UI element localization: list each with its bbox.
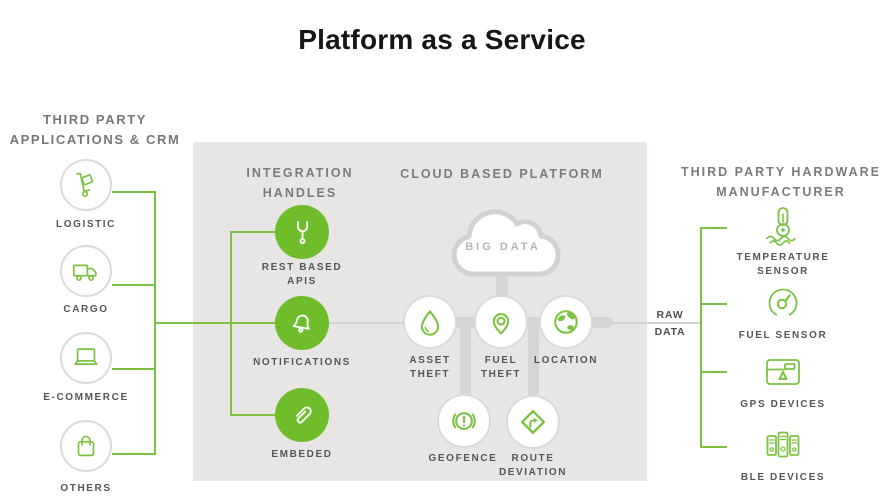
truck-icon	[72, 264, 97, 282]
right-section-header: THIRD PARTY HARDWARE MANUFACTURER	[681, 165, 881, 199]
connector-integration-trunk	[230, 231, 232, 416]
laptop-icon	[74, 348, 98, 365]
node-label-ecommerce: E-COMMERCE	[43, 392, 129, 403]
left-section-header: THIRD PARTY APPLICATIONS & CRM	[9, 112, 181, 147]
shopping-bag-icon	[77, 435, 95, 457]
node-route-deviation	[506, 395, 560, 449]
connector-rest-apis	[230, 231, 277, 233]
drop-icon	[420, 310, 440, 336]
connector-ble	[700, 446, 727, 448]
node-label-asset-theft: ASSET THEFT	[409, 355, 451, 380]
node-label-cargo: CARGO	[63, 304, 109, 315]
connector-route-deviation	[528, 322, 539, 402]
connector-fuel-sensor	[700, 303, 727, 305]
connector-right-trunk	[700, 227, 702, 448]
wrench-icon	[296, 220, 309, 245]
turn-sign-icon	[521, 410, 545, 434]
bell-icon	[292, 314, 310, 333]
paperclip-icon	[295, 406, 312, 424]
node-others	[60, 420, 112, 472]
node-label-gps-devices: GPS DEVICES	[740, 399, 826, 410]
node-label-logistic: LOGISTIC	[55, 219, 117, 230]
node-notifications	[275, 296, 329, 350]
connector-geofence	[460, 322, 471, 402]
brake-alert-icon	[452, 412, 476, 430]
connector-temperature	[700, 227, 727, 229]
node-label-location: LOCATION	[533, 355, 599, 366]
cloud-label: BIG DATA	[465, 241, 541, 253]
big-data-cloud	[451, 209, 561, 277]
node-label-fuel-sensor: FUEL SENSOR	[738, 330, 828, 341]
node-rest-apis	[275, 205, 329, 259]
connector-raw-data	[611, 322, 702, 324]
node-label-embeded: EMBEDED	[271, 449, 333, 460]
node-label-ble-devices: BLE DEVICES	[740, 472, 826, 483]
node-label-notifications: NOTIFICATIONS	[253, 357, 351, 368]
node-ecommerce	[60, 332, 112, 384]
location-pin-icon	[492, 313, 510, 335]
thermometer-icon	[766, 207, 796, 246]
connector-ecommerce	[112, 368, 155, 370]
connector-gps	[700, 371, 727, 373]
raw-data-label: RAW DATA	[654, 309, 686, 338]
node-geofence	[437, 394, 491, 448]
connector-cargo	[112, 284, 155, 286]
globe-icon	[554, 310, 578, 334]
connector-main-feed	[154, 322, 278, 324]
connector-embeded	[230, 414, 277, 416]
gauge-icon	[768, 288, 798, 316]
node-label-geofence: GEOFENCE	[428, 453, 498, 464]
hand-truck-icon	[76, 172, 94, 198]
node-label-temperature-sensor: TEMPERATURE SENSOR	[736, 252, 830, 277]
gps-device-icon	[766, 359, 800, 385]
node-label-fuel-theft: FUEL THEFT	[480, 355, 522, 380]
connector-notifications-to-platform	[328, 322, 408, 324]
connector-logistic	[112, 191, 155, 193]
node-embeded	[275, 388, 329, 442]
cloud-platform-header: CLOUD BASED PLATFORM	[400, 167, 604, 181]
node-fuel-theft	[474, 295, 528, 349]
node-label-route-deviation: ROUTE DEVIATION	[498, 453, 568, 478]
node-label-others: OTHERS	[60, 483, 112, 494]
node-label-rest-apis: REST BASED APIS	[261, 262, 343, 287]
node-cargo	[60, 245, 112, 297]
node-asset-theft	[403, 295, 457, 349]
integration-header: INTEGRATION HANDLES	[246, 166, 354, 200]
ble-beacon-icon	[766, 431, 800, 458]
node-location	[539, 295, 593, 349]
connector-others	[112, 453, 155, 455]
page-title: Platform as a Service	[298, 24, 586, 55]
node-logistic	[60, 159, 112, 211]
